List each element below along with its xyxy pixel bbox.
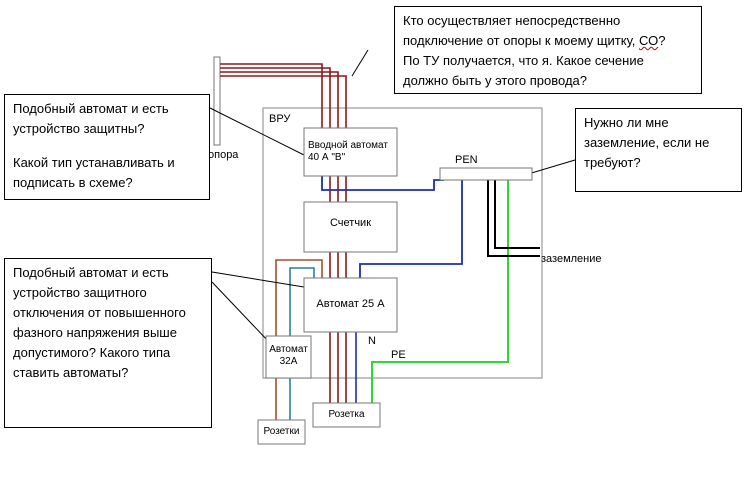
breaker32-label: Автомат 32А — [266, 344, 311, 368]
callout-right: Нужно ли мне заземление, если не требуют… — [575, 108, 742, 192]
incoming-conductor-4 — [220, 75, 347, 128]
callout-left-top: Подобный автомат и есть устройство защит… — [4, 94, 210, 200]
feeder-teal — [289, 267, 315, 336]
pen-to-breaker25-neutral — [359, 180, 463, 278]
utility-pole — [213, 56, 221, 146]
meter-to-breaker25-wires — [329, 252, 347, 278]
callout-top-line2-pre: подключение от опоры к моему щитку, — [403, 33, 639, 48]
callout-left-bottom-line5: допустимого? Какого типа — [13, 345, 171, 360]
neutral-to-pen-wire — [321, 176, 444, 191]
callout-top-line2-post: ? — [658, 33, 666, 48]
rozetki-label: Розетки — [263, 426, 300, 437]
meter-label: Счетчик — [329, 217, 372, 229]
incoming-cable — [220, 63, 347, 128]
callout-left-bottom-line3: отключения от повышенного — [13, 305, 186, 320]
breaker32-label-line1: Автомат — [269, 344, 308, 355]
main-breaker-label-line2: 40 А "В" — [308, 152, 346, 163]
callout-top-line2-marked: СО — [639, 33, 659, 48]
main-breaker-label: Вводной автомат 40 А "В" — [306, 140, 398, 164]
breaker25-box — [303, 277, 398, 333]
label-pe: PE — [391, 349, 406, 361]
callout-left-top-para1-line1: Подобный автомат и есть — [13, 101, 169, 116]
pe-wire — [371, 176, 509, 403]
breaker25-label: Автомат 25 А — [316, 298, 385, 310]
incoming-conductor-3 — [220, 71, 339, 128]
rozetki-box — [257, 419, 306, 445]
callout-left-bottom-line2: устройство защитного — [13, 285, 147, 300]
breaker-to-meter-wires — [329, 176, 347, 202]
breaker32-box — [265, 335, 312, 379]
callout-top: Кто осуществляет непосредственно подключ… — [394, 6, 702, 94]
grounding-wire-2 — [494, 180, 540, 249]
label-opora: опора — [208, 149, 239, 161]
callout-right-line1: Нужно ли мне — [584, 115, 669, 130]
feeder-brown — [275, 259, 323, 336]
callout-right-line3: требуют? — [584, 155, 641, 170]
callout-top-line2: подключение от опоры к моему щитку, СО? — [403, 31, 693, 51]
breaker32-label-line2: 32А — [279, 356, 298, 367]
callout-left-top-para2-line1: Какой тип устанавливать и — [13, 155, 175, 170]
grounding-wire-1 — [487, 180, 540, 257]
main-breaker-box — [303, 127, 398, 177]
callout-left-bottom-line6: ставить автоматы? — [13, 365, 129, 380]
incoming-conductor-1 — [220, 63, 323, 128]
callout-top-line4: должно быть у этого провода? — [403, 73, 588, 88]
vru-enclosure — [262, 107, 543, 379]
breaker25-to-rozetka-wires — [329, 332, 357, 403]
callout-left-top-para2-line2: подписать в схеме? — [13, 175, 133, 190]
rozetka-box — [312, 402, 381, 428]
label-n: N — [368, 335, 376, 347]
callout-right-line2: заземление, если не — [584, 135, 710, 150]
incoming-conductor-2 — [220, 67, 331, 128]
callout-left-top-para2: Какой тип устанавливать и подписать в сх… — [13, 153, 201, 193]
callout-left-top-para1-line2: устройство защитны? — [13, 121, 145, 136]
callout-left-bottom-line4: фазного напряжения выше — [13, 325, 177, 340]
label-vru: ВРУ — [269, 113, 291, 125]
callout-top-line3: По ТУ получается, что я. Какое сечение — [403, 53, 644, 68]
main-breaker-label-line1: Вводной автомат — [308, 140, 388, 151]
callout-top-line1: Кто осуществляет непосредственно — [403, 13, 621, 28]
label-zazemlenie: заземление — [541, 253, 602, 265]
callout-left-bottom: Подобный автомат и есть устройство защит… — [4, 258, 212, 428]
meter-box — [303, 201, 398, 253]
rozetka-label: Розетка — [328, 409, 365, 420]
callout-left-bottom-line1: Подобный автомат и есть — [13, 265, 169, 280]
callout-left-top-para1: Подобный автомат и есть устройство защит… — [13, 99, 201, 139]
label-pen: PEN — [455, 154, 478, 166]
pen-bar — [439, 167, 533, 181]
